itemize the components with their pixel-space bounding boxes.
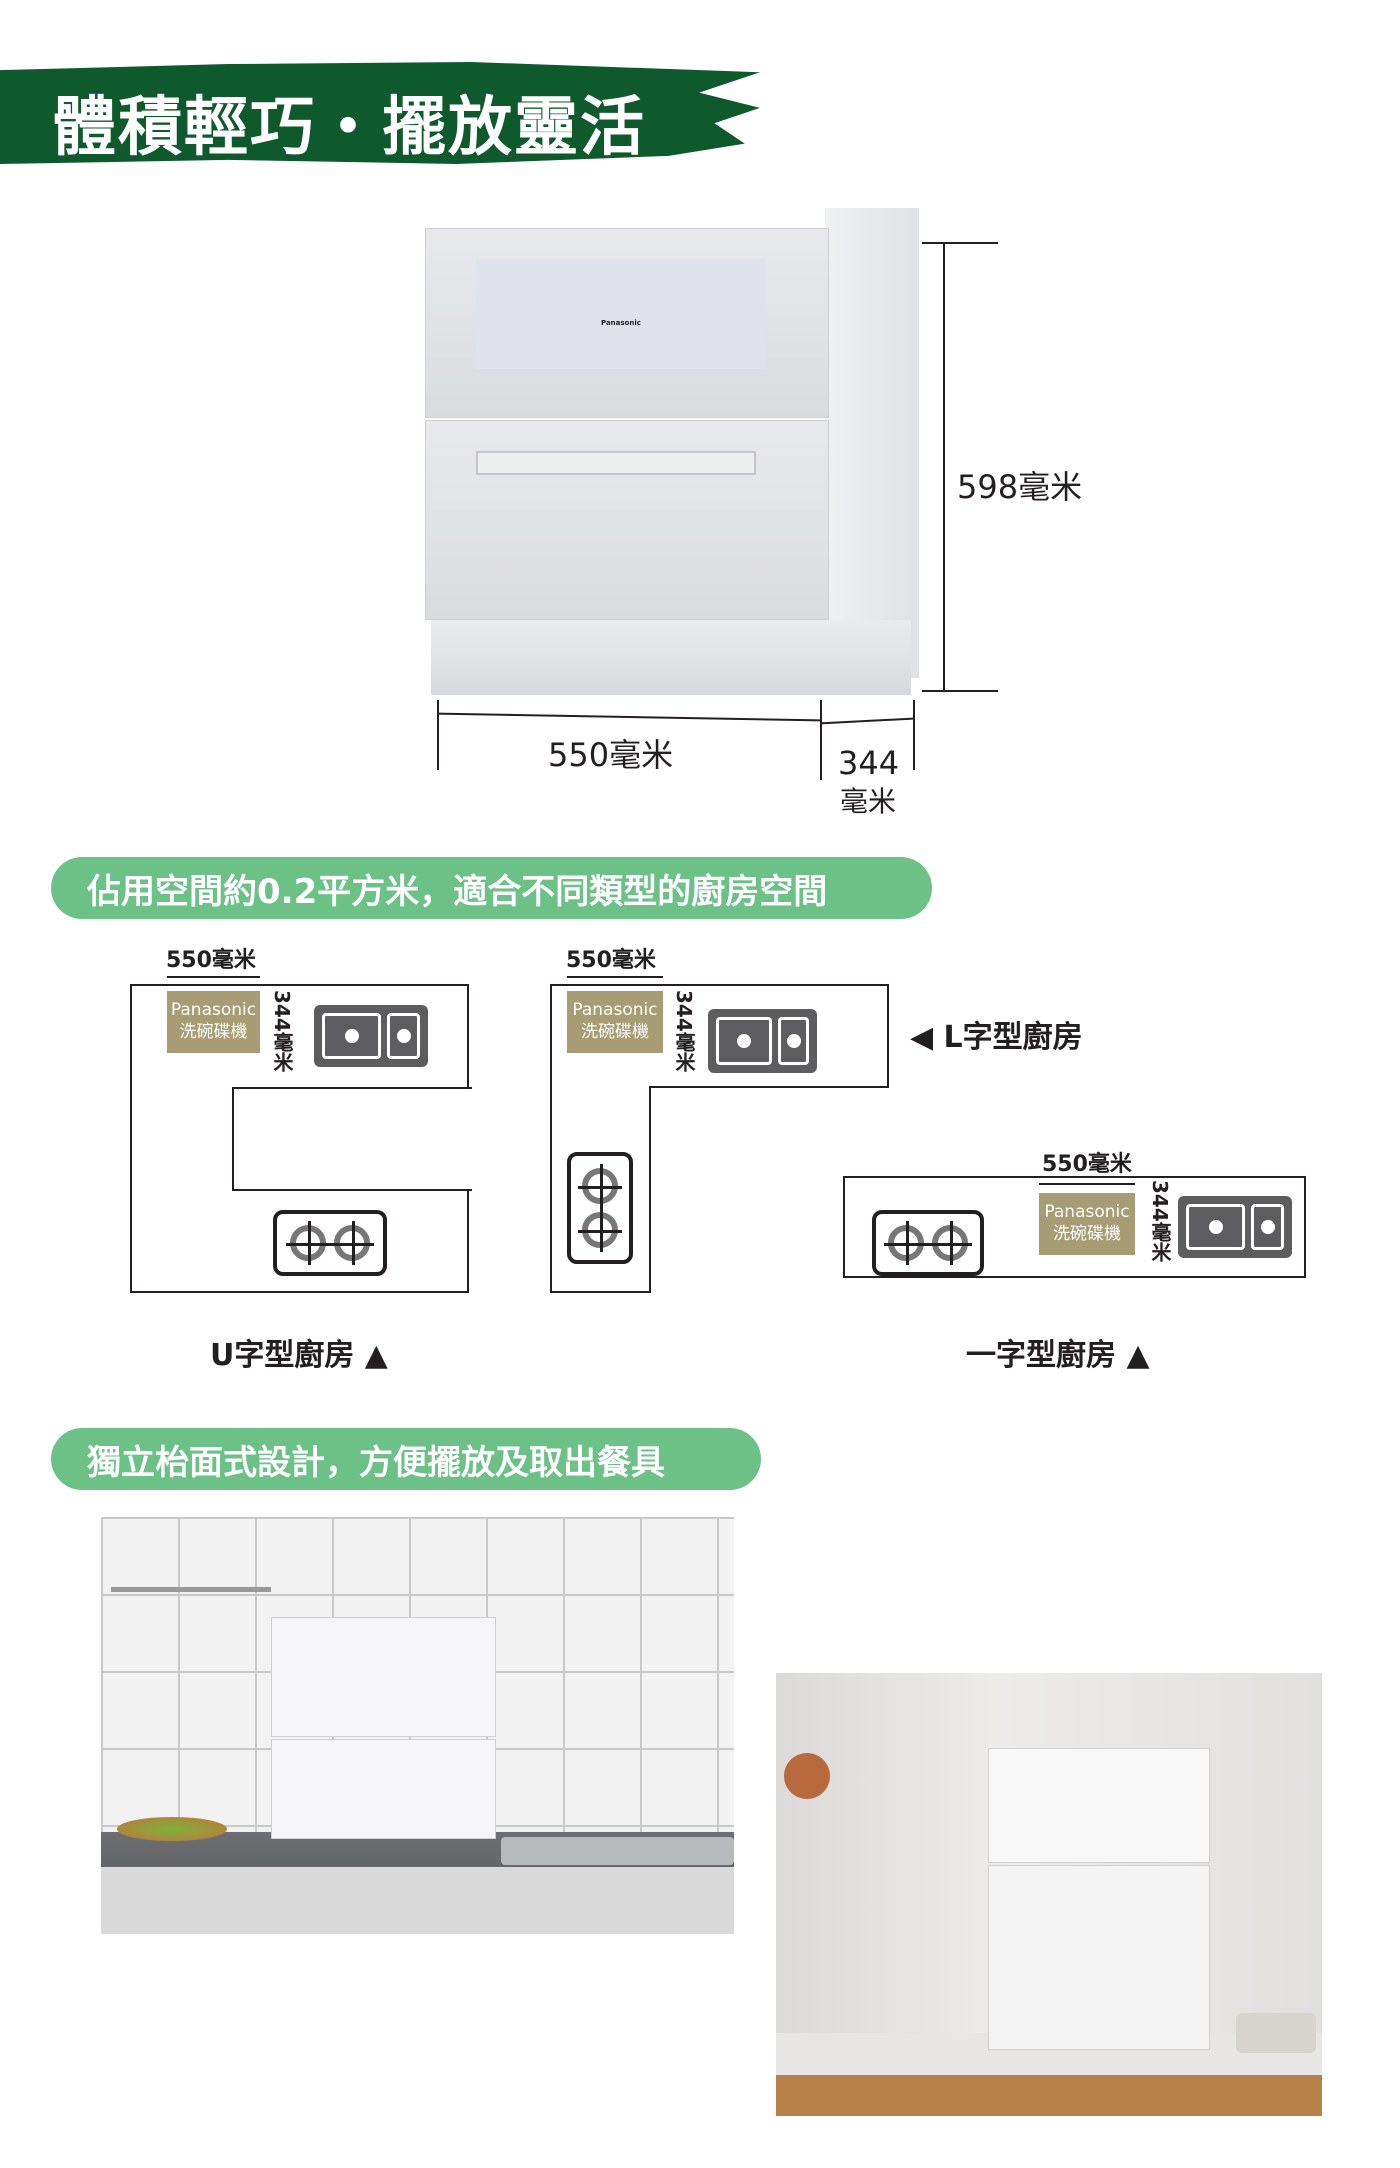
tag-brand: Panasonic (572, 1000, 658, 1020)
width-label: 550毫米 (1042, 1152, 1132, 1177)
title-banner: 體積輕巧・擺放靈活 (0, 62, 760, 164)
sink-icon (314, 1005, 428, 1067)
brand-logo: Panasonic (601, 319, 641, 327)
section-heading-text: 獨立枱面式設計，方便擺放及取出餐具 (87, 1442, 665, 1483)
l-kitchen-label: ◀ L字型廚房 (910, 1020, 1083, 1055)
depth-unit: 毫米 (840, 785, 897, 818)
banner-title: 體積輕巧・擺放靈活 (52, 91, 646, 165)
depth-label: 344毫米 (1148, 1180, 1172, 1262)
stove-icon (872, 1210, 984, 1276)
section-heading-design: 獨立枱面式設計，方便擺放及取出餐具 (51, 1428, 761, 1490)
tag-brand: Panasonic (1044, 1202, 1130, 1222)
stove-icon (273, 1210, 387, 1276)
sink-icon (708, 1009, 817, 1073)
tag-name: 洗碗碟機 (581, 1022, 649, 1042)
kitchen-photo-2 (776, 1673, 1322, 2116)
kitchen-photo-1 (101, 1517, 734, 1934)
height-label: 598毫米 (957, 468, 1083, 506)
dishwasher-image: Panasonic (421, 208, 919, 697)
width-label: 550毫米 (548, 736, 674, 774)
depth-value: 344 (838, 744, 900, 782)
section-heading-text: 佔用空間約0.2平方米，適合不同類型的廚房空間 (87, 871, 828, 912)
depth-dimension-line (820, 717, 913, 725)
tag-brand: Panasonic (170, 1000, 257, 1020)
depth-label: 344毫米 (672, 990, 696, 1072)
width-label: 550毫米 (166, 948, 256, 973)
sink-icon (1178, 1196, 1292, 1258)
linear-kitchen-label: 一字型廚房 ▲ (966, 1338, 1150, 1373)
section-heading-space: 佔用空間約0.2平方米，適合不同類型的廚房空間 (51, 857, 932, 919)
tag-name: 洗碗碟機 (179, 1022, 248, 1042)
tag-name: 洗碗碟機 (1053, 1224, 1121, 1244)
stove-icon (567, 1152, 633, 1264)
height-dimension-line (943, 242, 945, 690)
width-dimension-line (437, 712, 820, 722)
depth-label: 344毫米 (270, 990, 294, 1072)
u-kitchen-label: U字型廚房 ▲ (210, 1338, 388, 1373)
width-label: 550毫米 (566, 948, 656, 973)
